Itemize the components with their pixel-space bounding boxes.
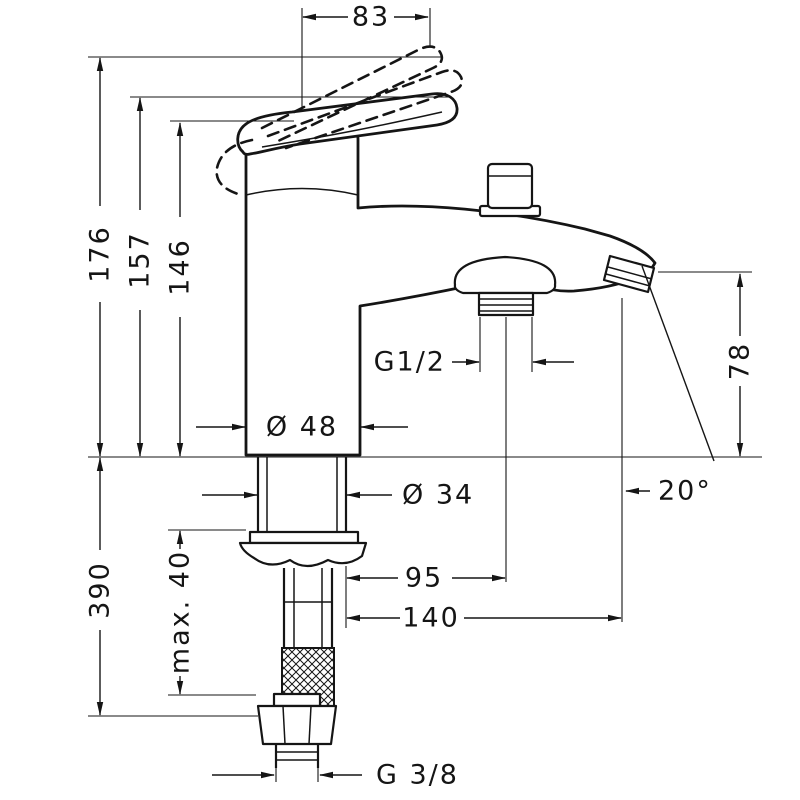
dimension-20deg: 20° [625,265,715,507]
dimension-390: 390 [85,457,116,716]
aerator-ring [607,266,653,280]
handle-position-raised-high [260,45,444,144]
dim-g38-label: G 3/8 [376,760,459,791]
nut-facet [308,705,312,745]
hose-nut [256,704,338,746]
extension-lines [88,8,752,782]
dimension-dia34: Ø 34 [202,480,474,511]
dim-140-label: 140 [402,603,460,634]
supply-tube [282,568,334,648]
dim-g12-label: G1/2 [374,347,446,378]
dimension-max40: max. 40 [165,530,196,695]
handle-raised-positions [215,45,464,196]
knob-cylinder [486,162,534,210]
handle-position-raised-mid [266,69,464,150]
nut-facet [282,705,286,745]
spray-angle-line [641,265,715,462]
dimension-140: 140 [346,603,622,634]
dim-83-label: 83 [352,2,390,33]
nut-body [256,704,338,746]
connector-bell [453,255,557,295]
washer-plate [248,530,360,545]
mounting-bracket [238,541,368,568]
diverter-knob [478,162,542,218]
dimension-146: 146 [165,122,196,457]
dim-157-label: 157 [125,231,156,289]
dim-20deg-label: 20° [658,476,712,507]
handle-detail-line [261,111,443,148]
faucet [215,45,657,768]
hose-end [274,744,320,768]
dim-146-label: 146 [165,238,196,296]
dimension-157: 157 [125,97,156,457]
dimension-78: 78 [725,273,756,457]
dim-dia34-label: Ø 34 [402,480,474,511]
dimension-83: 83 [302,2,429,33]
dimension-176: 176 [85,57,116,457]
dim-dia48-label: Ø 48 [266,412,338,443]
aerator-ring [605,273,651,287]
mounting-shank [256,457,348,532]
dim-max40-label: max. 40 [165,550,196,674]
dim-176-label: 176 [85,225,116,283]
shower-hose-connector [453,255,557,317]
dim-390-label: 390 [85,561,116,619]
hose-collar [272,692,322,708]
dimension-g38: G 3/8 [212,760,459,791]
dim-95-label: 95 [405,563,443,594]
dimension-g12: G1/2 [374,347,574,378]
dim-78-label: 78 [725,342,756,380]
handle-rear-swing [215,138,254,196]
dimension-dia48: Ø 48 [196,412,408,443]
body-seam-line [245,187,359,196]
dimension-95: 95 [346,563,506,594]
aerator [602,254,656,294]
